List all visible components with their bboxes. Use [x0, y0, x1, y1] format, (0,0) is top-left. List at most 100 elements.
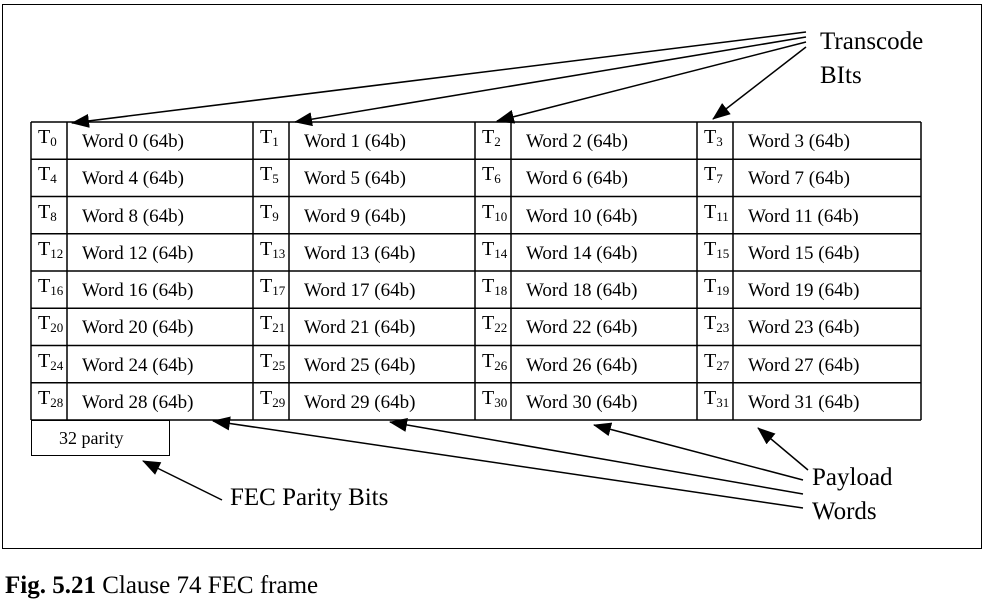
transcode-index: 28 [50, 394, 64, 410]
transcode-prefix: T [482, 349, 495, 372]
arrow-to-t0 [71, 31, 807, 128]
transcode-index: 16 [50, 283, 64, 298]
transcode-index: 15 [716, 245, 730, 261]
transcode-index: 31 [716, 394, 730, 410]
payload-word-cell: Word 21 (64b) [304, 317, 416, 339]
transcode-index: 30 [494, 394, 508, 410]
transcode-prefix: T [482, 200, 495, 223]
payload-word-cell: Word 28 (64b) [82, 391, 194, 413]
transcode-bit-cell: T22 [475, 308, 511, 345]
payload-word-cell: Word 27 (64b) [748, 354, 860, 376]
transcode-index: 27 [716, 357, 730, 373]
transcode-prefix: T [38, 312, 51, 335]
payload-word-cell: Word 3 (64b) [748, 131, 850, 152]
transcode-prefix: T [704, 386, 717, 409]
transcode-prefix: T [482, 312, 495, 335]
transcode-prefix: T [38, 126, 51, 148]
transcode-index: 8 [50, 208, 57, 224]
payload-word-cell: Word 23 (64b) [748, 317, 860, 339]
transcode-bit-cell: T26 [475, 346, 511, 383]
transcode-index: 14 [494, 245, 508, 261]
transcode-bit-cell: T20 [31, 308, 67, 345]
transcode-bit-cell: T24 [31, 346, 67, 383]
payload-word-cell: Word 8 (64b) [82, 205, 184, 227]
transcode-prefix: T [704, 237, 717, 260]
transcode-prefix: T [260, 237, 273, 260]
payload-label-2: Words [812, 498, 877, 525]
transcode-index: 3 [716, 134, 723, 149]
transcode-prefix: T [260, 386, 273, 409]
arrow-to-parity [142, 460, 223, 501]
payload-word-cell: Word 10 (64b) [526, 205, 638, 227]
transcode-prefix: T [38, 386, 51, 409]
transcode-prefix: T [260, 275, 273, 297]
payload-word-cell: Word 29 (64b) [304, 391, 416, 413]
payload-word-cell: Word 1 (64b) [304, 131, 406, 152]
payload-word-cell: Word 24 (64b) [82, 354, 194, 376]
payload-word-cell: Word 25 (64b) [304, 354, 416, 376]
transcode-index: 20 [50, 320, 64, 336]
transcode-index: 25 [272, 357, 286, 373]
transcode-index: 18 [494, 283, 508, 298]
payload-word-cell: Word 22 (64b) [526, 317, 638, 339]
transcode-index: 19 [716, 283, 730, 298]
transcode-bit-cell: T4 [31, 159, 67, 196]
payload-word-cell: Word 13 (64b) [304, 242, 416, 264]
transcode-bit-cell: T23 [697, 308, 733, 345]
payload-word-cell: Word 9 (64b) [304, 205, 406, 227]
payload-word-cell: Word 31 (64b) [748, 391, 860, 413]
transcode-prefix: T [704, 349, 717, 372]
payload-word-cell: Word 6 (64b) [526, 168, 628, 190]
transcode-prefix: T [38, 200, 51, 223]
arrow-to-word30 [593, 422, 804, 481]
transcode-prefix: T [482, 163, 495, 186]
payload-arrows [212, 416, 809, 509]
transcode-index: 2 [494, 134, 501, 149]
transcode-label-1: Transcode [820, 28, 924, 55]
grid-lines [30, 121, 922, 421]
arrow-to-t1 [294, 36, 807, 127]
payload-word-cell: Word 17 (64b) [304, 280, 416, 301]
transcode-label-2: BIts [820, 62, 862, 89]
payload-word-cell: Word 2 (64b) [526, 131, 628, 152]
arrow-to-word29 [389, 418, 804, 495]
caption-text: Clause 74 FEC frame [102, 572, 319, 599]
transcode-prefix: T [482, 126, 495, 148]
arrow-to-word28 [212, 416, 804, 509]
payload-word-cell: Word 19 (64b) [748, 280, 860, 301]
transcode-prefix: T [704, 312, 717, 335]
transcode-index: 5 [272, 171, 279, 187]
transcode-prefix: T [260, 126, 273, 148]
transcode-prefix: T [38, 237, 51, 260]
transcode-bit-cell: T3 [697, 122, 733, 159]
transcode-bit-cell: T29 [253, 383, 289, 420]
payload-word-cell: Word 11 (64b) [748, 205, 859, 227]
transcode-index: 9 [272, 208, 279, 224]
transcode-index: 6 [494, 171, 501, 187]
transcode-bit-cell: T6 [475, 159, 511, 196]
arrow-to-t2 [496, 41, 807, 124]
transcode-bit-cell: T21 [253, 308, 289, 345]
payload-word-cell: Word 30 (64b) [526, 391, 638, 413]
transcode-bit-cell: T18 [475, 271, 511, 308]
transcode-bit-cell: T0 [31, 122, 67, 159]
payload-word-cell: Word 7 (64b) [748, 168, 850, 190]
payload-label-1: Payload [812, 464, 893, 491]
transcode-arrows [71, 31, 807, 128]
payload-word-cell: Word 20 (64b) [82, 317, 194, 339]
transcode-index: 4 [50, 171, 57, 187]
transcode-bit-cell: T2 [475, 122, 511, 159]
transcode-prefix: T [704, 200, 717, 223]
transcode-index: 11 [716, 208, 729, 224]
fec-parity-label: FEC Parity Bits [230, 484, 389, 511]
transcode-index: 26 [494, 357, 508, 373]
diagram-frame [2, 4, 982, 549]
payload-word-cell: Word 0 (64b) [82, 131, 184, 152]
